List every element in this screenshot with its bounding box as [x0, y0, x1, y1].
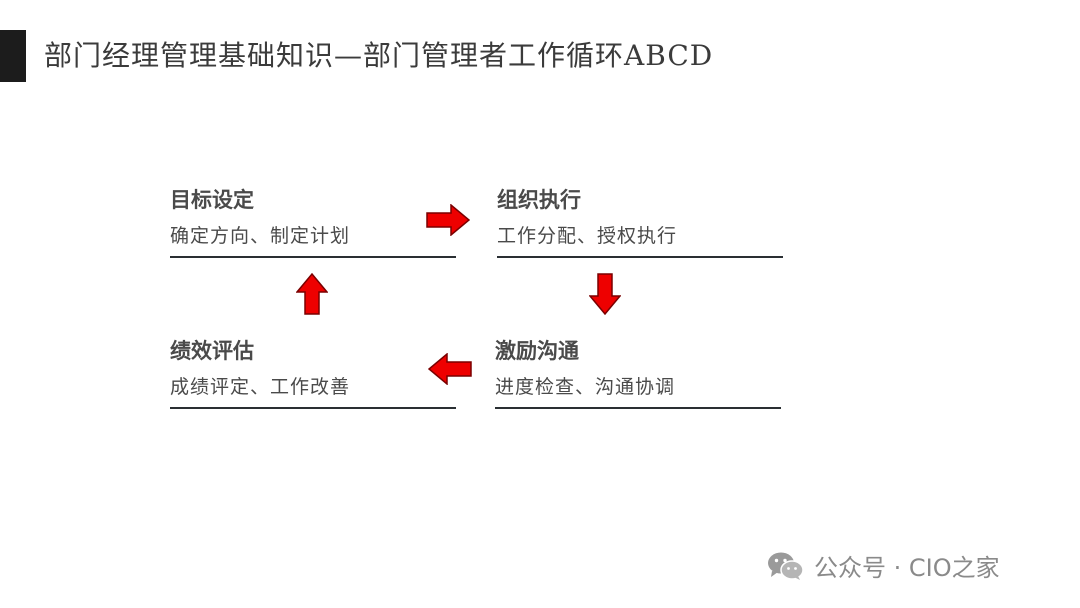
step-underline [497, 256, 783, 258]
step-card-organize-execute: 组织执行 工作分配、授权执行 [497, 186, 783, 258]
step-title: 激励沟通 [495, 339, 579, 363]
step-underline [170, 407, 456, 409]
step-underline [495, 407, 781, 409]
step-subtitle: 进度检查、沟通协调 [495, 376, 676, 398]
step-card-performance-evaluation: 绩效评估 成绩评定、工作改善 [170, 337, 456, 409]
wechat-icon [768, 552, 804, 580]
arrow-right-icon [426, 204, 470, 236]
step-title: 目标设定 [170, 188, 254, 212]
slide-title: 部门经理管理基础知识—部门管理者工作循环ABCD [44, 39, 714, 72]
step-subtitle: 确定方向、制定计划 [170, 225, 351, 247]
step-card-goal-setting: 目标设定 确定方向、制定计划 [170, 186, 456, 258]
step-subtitle: 工作分配、授权执行 [497, 225, 678, 247]
arrow-up-icon [296, 273, 328, 315]
step-title: 组织执行 [497, 188, 581, 212]
step-title: 绩效评估 [170, 339, 254, 363]
step-card-motivate-communicate: 激励沟通 进度检查、沟通协调 [495, 337, 781, 409]
watermark: 公众号 · CIO之家 [766, 548, 1000, 583]
arrow-down-icon [589, 273, 621, 315]
step-underline [170, 256, 456, 258]
title-accent-bar [0, 30, 26, 82]
watermark-text: 公众号 · CIO之家 [814, 554, 1000, 582]
step-subtitle: 成绩评定、工作改善 [170, 376, 351, 398]
arrow-left-icon [428, 353, 472, 385]
